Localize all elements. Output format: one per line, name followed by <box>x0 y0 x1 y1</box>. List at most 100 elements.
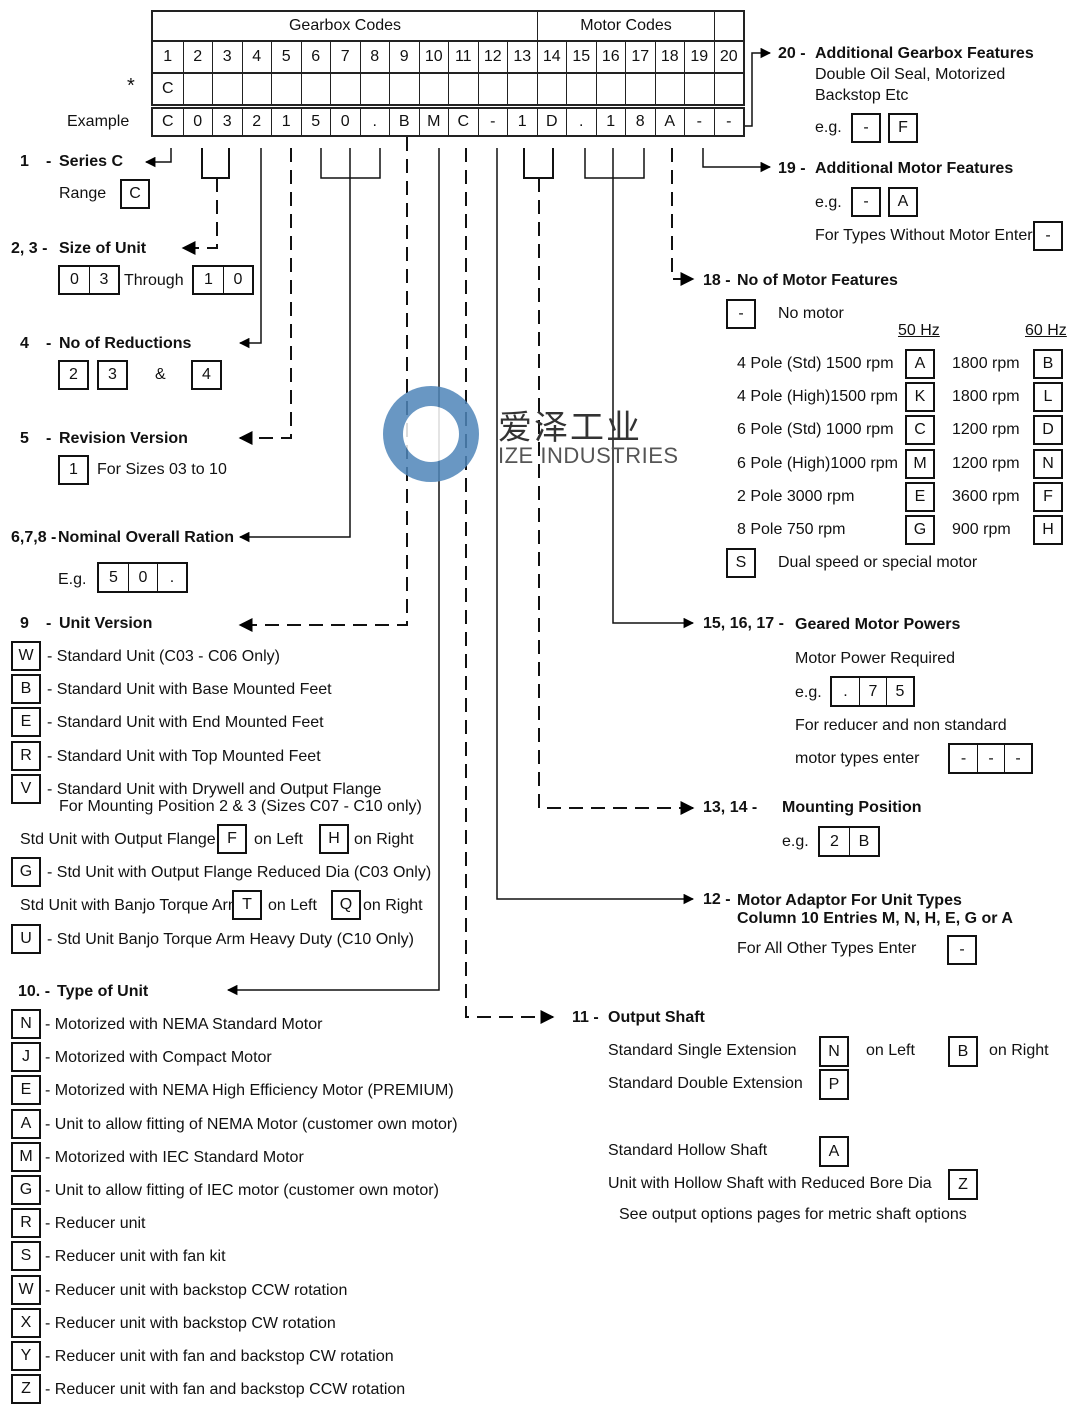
connector-13-14-bracket <box>523 148 554 179</box>
single-right-box: B <box>948 1036 978 1067</box>
gearbox-features-desc2: Backstop Etc <box>815 87 909 104</box>
banjo-left-text: on Left <box>268 897 317 914</box>
flange-right-text: on Right <box>354 831 414 848</box>
series-cell <box>182 74 213 104</box>
type-of-unit-text: - Motorized with NEMA Standard Motor <box>45 1016 323 1033</box>
series-cell <box>389 74 419 104</box>
reductions-num: 4 <box>20 335 29 352</box>
flange-left-text: on Left <box>254 831 303 848</box>
reduced-bore-label: Unit with Hollow Shaft with Reduced Bore… <box>608 1175 932 1192</box>
series-cell <box>625 74 655 104</box>
type-of-unit-text: - Reducer unit with backstop CCW rotatio… <box>45 1281 348 1299</box>
code-50hz: G <box>905 515 935 545</box>
hz50-header: 50 Hz <box>898 322 940 339</box>
rpm-60hz: 1200 rpm <box>952 421 1020 439</box>
unit-version-dash: - <box>46 615 52 632</box>
watermark-cn: 爱泽工业 <box>498 409 642 447</box>
position-number: 6 <box>300 42 331 72</box>
example-cell: . <box>566 109 596 135</box>
motor-features-box-2: A <box>888 187 918 217</box>
unit-version-text: - Standard Unit with Base Mounted Feet <box>47 681 332 698</box>
connector-15-16-17-bracket <box>584 148 645 179</box>
type-of-unit-code: R <box>11 1208 41 1239</box>
double-extension-label: Standard Double Extension <box>608 1075 803 1092</box>
unit-version-text: - Standard Unit (C03 - C06 Only) <box>47 648 280 665</box>
connector-15-16-17 <box>612 148 695 629</box>
series-row: C <box>153 74 743 104</box>
reduction-box-2: 2 <box>58 360 89 390</box>
connector-9 <box>238 137 408 632</box>
rpm-60hz: 1800 rpm <box>952 355 1020 372</box>
example-cell: C <box>161 113 174 130</box>
unit-version-text-line2: For Mounting Position 2 & 3 (Sizes C07 -… <box>59 798 422 815</box>
special-motor-box: S <box>726 548 756 578</box>
unit-version-text: - Standard Unit with Top Mounted Feet <box>47 748 321 765</box>
gearbox-features-title: Additional Gearbox Features <box>815 45 1034 62</box>
revision-num: 5 <box>20 430 29 447</box>
type-of-unit-code: S <box>11 1241 41 1272</box>
range-label: Range <box>59 185 107 202</box>
gearbox-features-eg: e.g. <box>815 119 842 136</box>
code-60hz: F <box>1033 481 1063 512</box>
type-of-unit-code: G <box>11 1175 41 1205</box>
watermark-en: IZE INDUSTRIES <box>498 443 679 468</box>
unit-version-code: B <box>11 674 41 704</box>
example-cell: - <box>477 109 508 135</box>
type-of-unit-code: M <box>11 1141 41 1172</box>
connector-6-7-8 <box>238 148 351 543</box>
type-of-unit-code: E <box>11 1075 41 1106</box>
mounting-num: 13, 14 - <box>703 799 758 816</box>
type-of-unit-text: - Unit to allow fitting of IEC motor (cu… <box>45 1182 439 1199</box>
unit-version-text-g: - Std Unit with Output Flange Reduced Di… <box>47 864 432 881</box>
position-number: 17 <box>625 42 655 72</box>
example-cell: A <box>654 109 685 135</box>
connector-4 <box>238 148 262 349</box>
example-cell: - <box>684 109 714 135</box>
series-num: 1 <box>20 153 29 170</box>
banjo-right-box: Q <box>331 890 361 920</box>
mounting-eg: e.g. <box>782 833 809 850</box>
example-cell: D <box>536 109 567 135</box>
position-number: 15 <box>566 42 596 72</box>
flange-label: Std Unit with Output Flange <box>20 831 216 848</box>
single-extension-label: Standard Single Extension <box>608 1042 797 1059</box>
rpm-60hz: 1200 rpm <box>952 454 1020 472</box>
watermark-logo-icon <box>383 386 479 482</box>
banjo-right-text: on Right <box>363 897 423 914</box>
rpm-60hz: 1800 rpm <box>952 388 1020 406</box>
gearbox-features-num: 20 - <box>778 45 806 62</box>
unit-version-code-u: U <box>11 924 41 954</box>
series-cell <box>271 74 301 104</box>
type-of-unit-text: - Reducer unit with fan kit <box>45 1248 226 1266</box>
revision-box: 1 <box>58 455 89 485</box>
header-blank <box>715 12 743 40</box>
no-motor-features-num: 18 - <box>703 272 731 289</box>
unit-version-code: W <box>11 641 41 671</box>
pole-desc: 4 Pole (High)1500 rpm <box>737 388 898 406</box>
unit-version-code: R <box>11 741 41 771</box>
connector-12 <box>496 148 695 905</box>
reductions-dash: - <box>46 335 52 352</box>
example-cell: B <box>389 109 419 135</box>
series-cell <box>241 74 272 104</box>
code-60hz: L <box>1033 382 1063 413</box>
series-cell <box>448 74 478 104</box>
series-dash: - <box>46 153 52 170</box>
unit-version-num: 9 <box>20 615 29 632</box>
gearbox-codes-header: Gearbox Codes <box>153 12 538 40</box>
flange-right-box: H <box>319 824 349 854</box>
position-number: 13 <box>507 42 537 72</box>
size-num: 2, 3 - <box>11 240 48 257</box>
connector-19 <box>702 148 772 173</box>
code-60hz: B <box>1033 349 1063 379</box>
rpm-60hz: 3600 rpm <box>952 487 1020 505</box>
mounting-boxes: 2 B <box>818 826 880 857</box>
hollow-shaft-label: Standard Hollow Shaft <box>608 1142 768 1159</box>
special-motor-text: Dual speed or special motor <box>778 554 978 571</box>
motor-powers-note2: motor types enter <box>795 750 920 767</box>
example-cell: 0 <box>330 109 360 135</box>
unit-version-text: - Standard Unit with Drywell and Output … <box>47 781 382 798</box>
reduction-box-3: 3 <box>97 360 128 390</box>
type-of-unit-text: - Reducer unit with backstop CW rotation <box>45 1314 336 1332</box>
